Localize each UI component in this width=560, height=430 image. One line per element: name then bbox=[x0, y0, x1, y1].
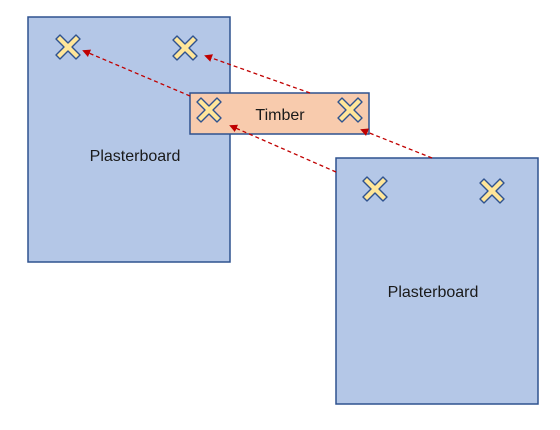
arrow-timber-to-left-board-1 bbox=[82, 49, 191, 97]
arrow-right-board-to-timber-2 bbox=[360, 128, 433, 159]
timber-label: Timber bbox=[255, 107, 305, 124]
arrow-timber-to-left-board-2 bbox=[204, 54, 311, 94]
arrow-right-board-to-timber-1 bbox=[229, 124, 337, 173]
plasterboard-left-label: Plasterboard bbox=[90, 148, 181, 165]
timber: Timber bbox=[189, 92, 370, 135]
plasterboard-right-label: Plasterboard bbox=[388, 284, 479, 301]
timber-strip bbox=[189, 92, 370, 135]
